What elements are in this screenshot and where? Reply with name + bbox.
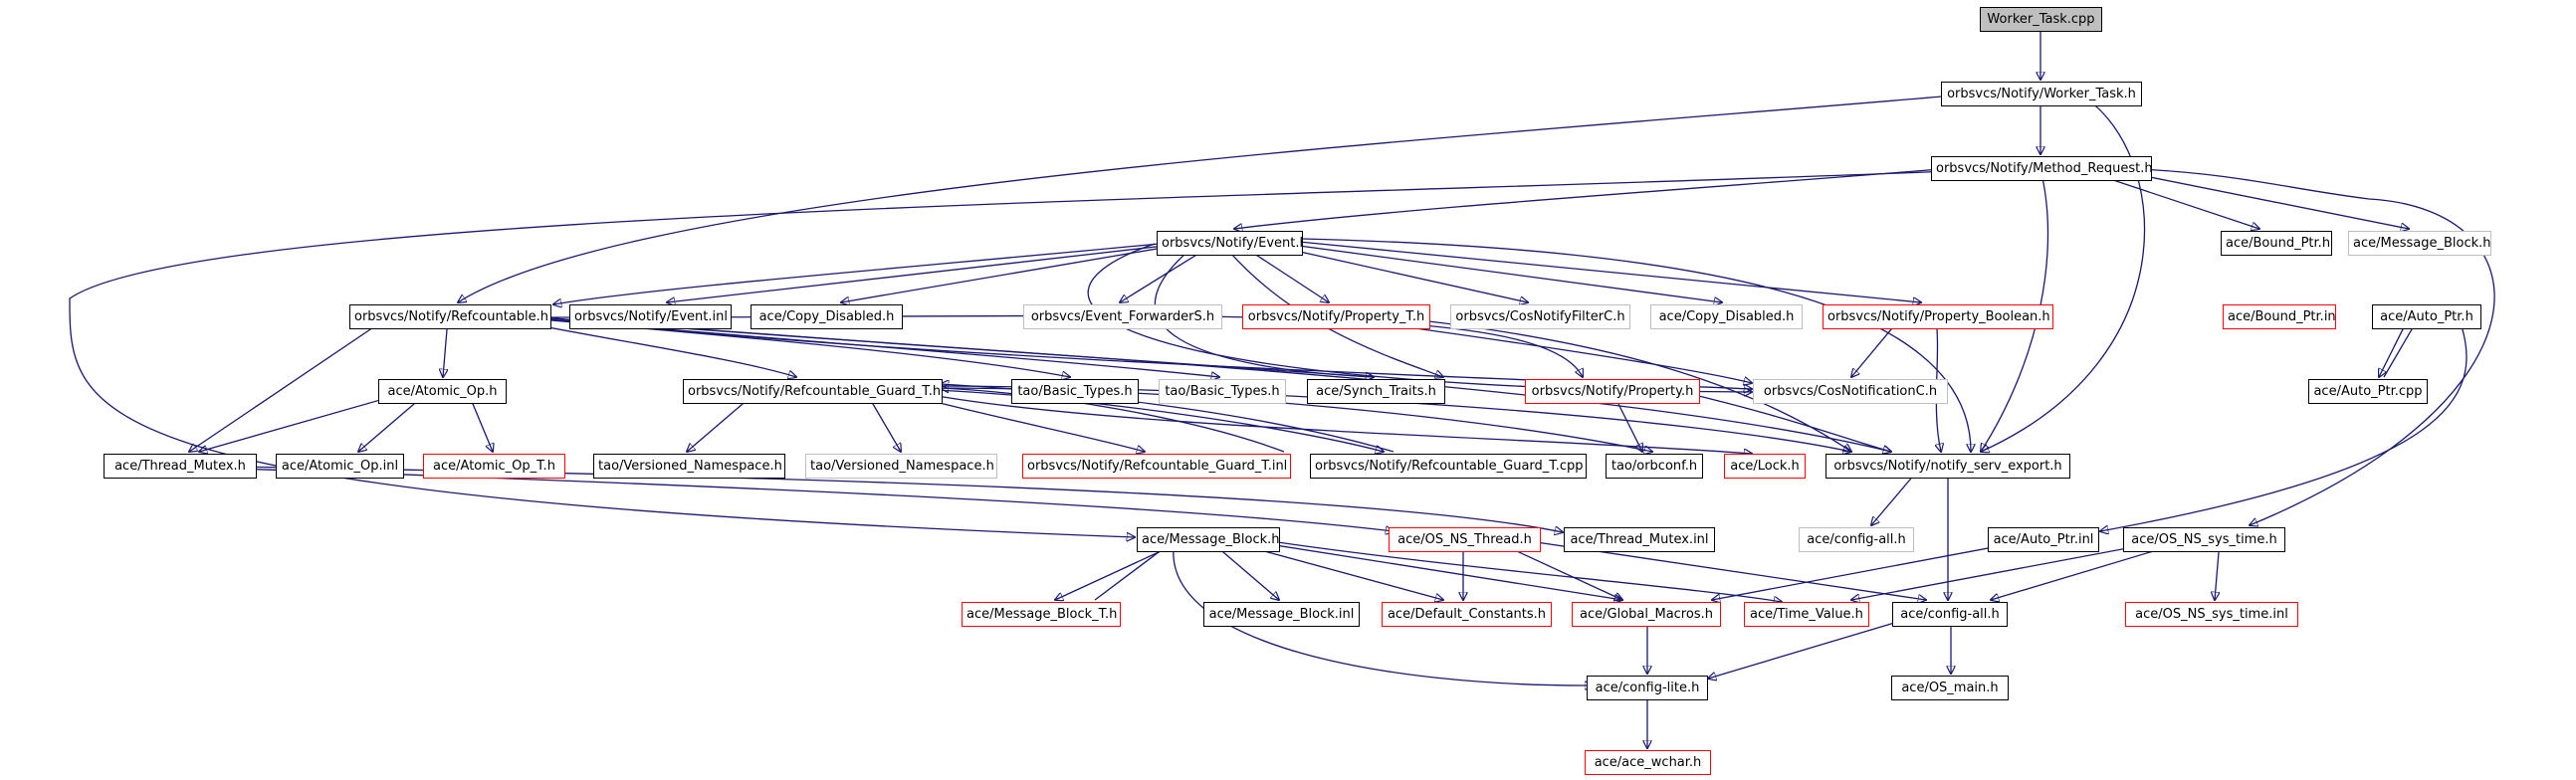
node-basic-types-h-1[interactable]: tao/Basic_Types.h (1011, 379, 1139, 404)
node-refcountable-h[interactable]: orbsvcs/Notify/Refcountable.h (349, 304, 551, 329)
dependency-edge (1681, 391, 1891, 452)
node-synch-traits-h[interactable]: ace/Synch_Traits.h (1307, 379, 1445, 404)
dependency-edge (2139, 168, 2495, 525)
node-copy-disabled-h-2: ace/Copy_Disabled.h (1650, 304, 1803, 329)
node-message-block-t-h[interactable]: ace/Message_Block_T.h (962, 602, 1121, 627)
dependency-edge (941, 384, 1395, 453)
node-auto-ptr-inl[interactable]: ace/Auto_Ptr.inl (1988, 527, 2099, 552)
node-orbconf-h[interactable]: tao/orbconf.h (1606, 454, 1703, 479)
dependency-edge (1234, 168, 1942, 229)
node-lock-h[interactable]: ace/Lock.h (1724, 454, 1806, 479)
node-time-value-h[interactable]: ace/Time_Value.h (1744, 602, 1869, 627)
dependency-edge (1087, 243, 1752, 392)
node-event-inl[interactable]: orbsvcs/Notify/Event.inl (569, 304, 732, 329)
dependency-edge (941, 388, 1285, 453)
node-auto-ptr-h[interactable]: ace/Auto_Ptr.h (2372, 304, 2481, 329)
dependency-edge (1223, 245, 1443, 377)
node-notify-serv-export-h[interactable]: orbsvcs/Notify/notify_serv_export.h (1825, 454, 2070, 479)
node-auto-ptr-cpp[interactable]: ace/Auto_Ptr.cpp (2308, 379, 2428, 404)
dependency-edge (1263, 243, 1528, 302)
node-atomic-op-inl[interactable]: ace/Atomic_Op.inl (276, 454, 404, 479)
node-bound-ptr-inl[interactable]: ace/Bound_Ptr.inl (2223, 304, 2336, 329)
node-copy-disabled-h-1[interactable]: ace/Copy_Disabled.h (751, 304, 903, 329)
dependency-edge (1298, 241, 1921, 302)
dependency-edge (1173, 539, 1593, 685)
node-method-request-h[interactable]: orbsvcs/Notify/Method_Request.h (1931, 156, 2152, 181)
dependency-edge (841, 245, 1176, 302)
dependency-edge (1708, 614, 1922, 679)
node-message-block-inl[interactable]: ace/Message_Block.inl (1203, 602, 1360, 627)
node-basic-types-h-2: tao/Basic_Types.h (1159, 379, 1286, 404)
dependency-edge (1712, 539, 2032, 600)
node-versioned-namespace-h-1[interactable]: tao/Versioned_Namespace.h (593, 454, 785, 479)
dependency-edge (1981, 94, 2146, 452)
dependency-edge (199, 391, 409, 452)
node-message-block-h[interactable]: ace/Message_Block.h (1137, 527, 1280, 552)
dependency-edge (2100, 316, 2468, 531)
node-atomic-op-t-h[interactable]: ace/Atomic_Op_T.h (423, 454, 565, 479)
node-worker-task-cpp: Worker_Task.cpp (1980, 7, 2102, 32)
node-event-h[interactable]: orbsvcs/Notify/Event.h (1157, 231, 1303, 256)
node-ace-wchar-h[interactable]: ace/ace_wchar.h (1585, 750, 1711, 775)
node-cosnotifyfilterc-h: orbsvcs/CosNotifyFilterC.h (1450, 304, 1630, 329)
node-config-lite-h[interactable]: ace/config-lite.h (1587, 676, 1708, 700)
dependency-edge (1243, 539, 1622, 600)
dependency-edge (1851, 539, 2171, 600)
node-refcountable-guard-t-cpp[interactable]: orbsvcs/Notify/Refcountable_Guard_T.cpp (1310, 454, 1587, 479)
dependency-edge (189, 316, 389, 452)
dependency-edge (667, 245, 1166, 302)
node-os-main-h[interactable]: ace/OS_main.h (1891, 676, 2009, 700)
node-refcountable-guard-t-h[interactable]: orbsvcs/Notify/Refcountable_Guard_T.h (683, 379, 943, 404)
node-versioned-namespace-h-2: tao/Versioned_Namespace.h (805, 454, 997, 479)
node-event-forwarders-h: orbsvcs/Event_ForwarderS.h (1023, 304, 1222, 329)
node-message-block-h-top: ace/Message_Block.h (2348, 231, 2491, 256)
node-property-h[interactable]: orbsvcs/Notify/Property.h (1525, 379, 1700, 404)
dependency-edge (1283, 243, 1722, 302)
node-global-macros-h[interactable]: ace/Global_Macros.h (1572, 602, 1721, 627)
node-os-ns-sys-time-inl[interactable]: ace/OS_NS_sys_time.inl (2125, 602, 2298, 627)
node-property-boolean-h[interactable]: orbsvcs/Notify/Property_Boolean.h (1823, 304, 2053, 329)
node-bound-ptr-h[interactable]: ace/Bound_Ptr.h (2221, 231, 2332, 256)
node-worker-task-h[interactable]: orbsvcs/Notify/Worker_Task.h (1941, 82, 2142, 106)
node-atomic-op-h[interactable]: ace/Atomic_Op.h (378, 379, 507, 404)
dependency-edge (935, 389, 1384, 452)
node-config-all-h-gray: ace/config-all.h (1799, 527, 1914, 552)
node-property-t-h[interactable]: orbsvcs/Notify/Property_T.h (1242, 304, 1430, 329)
dependency-edge (915, 391, 1752, 454)
dependency-edge (458, 94, 1967, 302)
node-cosnotificationc-h: orbsvcs/CosNotificationC.h (1753, 379, 1948, 404)
node-os-ns-sys-time-h[interactable]: ace/OS_NS_sys_time.h (2123, 527, 2285, 552)
dependency-edge (553, 243, 1161, 304)
dependency-edge (541, 316, 1891, 452)
node-thread-mutex-inl[interactable]: ace/Thread_Mutex.inl (1564, 527, 1715, 552)
node-os-ns-thread-h[interactable]: ace/OS_NS_Thread.h (1389, 527, 1541, 552)
node-refcountable-guard-t-inl[interactable]: orbsvcs/Notify/Refcountable_Guard_T.inl (1022, 454, 1291, 479)
dependency-edge (2109, 168, 2409, 229)
dependency-edge (1301, 238, 1971, 452)
node-thread-mutex-h[interactable]: ace/Thread_Mutex.h (104, 454, 257, 479)
node-config-all-h[interactable]: ace/config-all.h (1892, 602, 2008, 627)
node-default-constants-h[interactable]: ace/Default_Constants.h (1382, 602, 1552, 627)
